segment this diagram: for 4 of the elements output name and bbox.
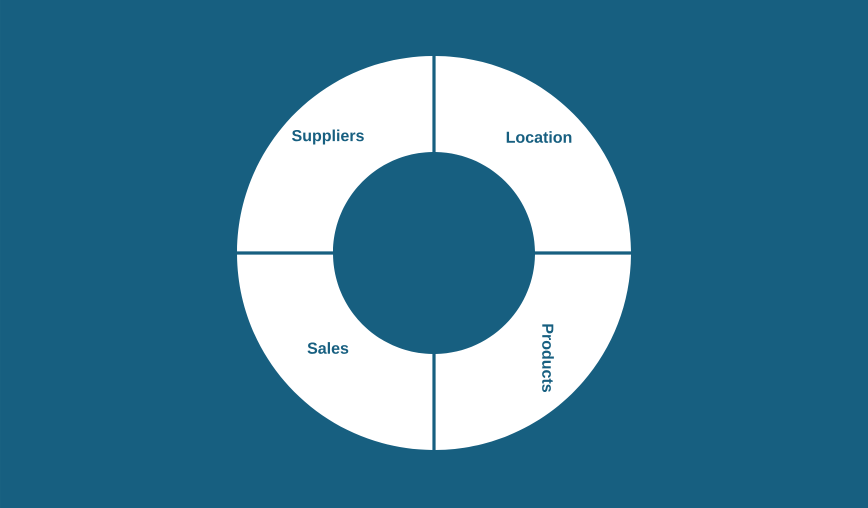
ring-segment: Products [436,254,631,450]
ring-segment: Suppliers [237,56,432,252]
ring-segment: Sales [237,254,432,450]
ring-segment: Location [436,56,631,252]
